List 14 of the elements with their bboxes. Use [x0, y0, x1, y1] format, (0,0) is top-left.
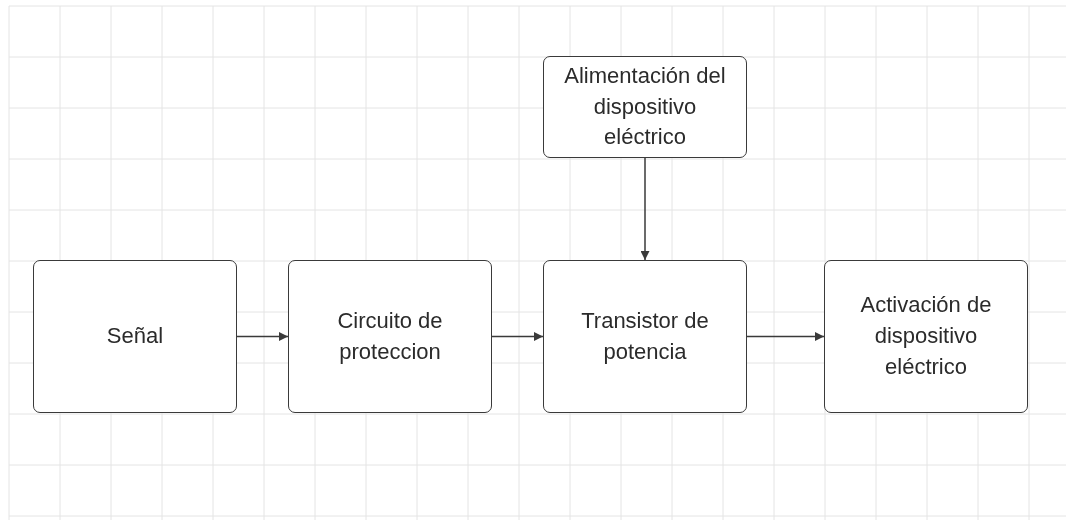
box-label: Transistor de potencia: [580, 306, 710, 366]
arrow: [640, 157, 650, 261]
process-box: [288, 260, 492, 413]
box-label: Alimentación del dispositivo eléctrico: [563, 61, 727, 152]
process-box: [33, 260, 237, 413]
box-label: Activación de dispositivo eléctrico: [859, 291, 993, 381]
box-label: Señal: [106, 322, 164, 351]
process-box: [543, 56, 747, 158]
process-box: [543, 260, 747, 413]
arrow: [236, 332, 289, 341]
arrow: [491, 332, 544, 341]
box-label: Circuito de proteccion: [336, 306, 444, 366]
process-box: [824, 260, 1028, 413]
arrow: [746, 332, 825, 341]
